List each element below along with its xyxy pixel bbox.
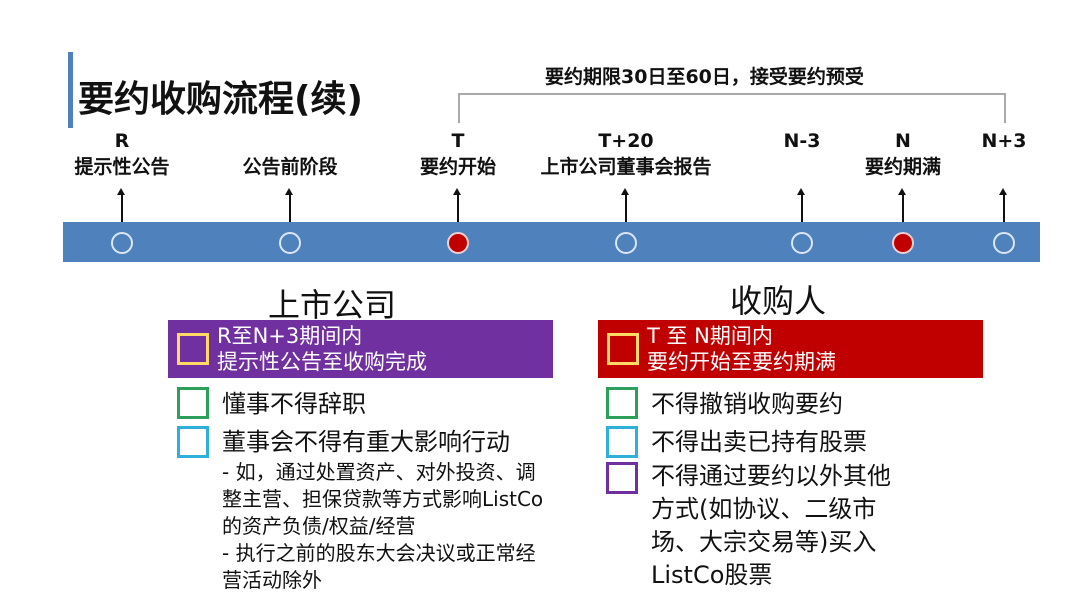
period-bracket-top xyxy=(458,93,1005,95)
listed-company-heading: 上市公司 xyxy=(268,286,397,324)
period-bracket-left xyxy=(458,93,460,123)
green-checkbox-icon xyxy=(177,387,209,419)
milestone-code: T+20 xyxy=(598,130,654,152)
listed-company-period-band: R至N+3期间内提示性公告至收购完成 xyxy=(168,320,553,378)
milestone-text: 提示性公告 xyxy=(74,156,170,178)
milestone-label: R 提示性公告 xyxy=(12,128,232,180)
milestone-code: N-3 xyxy=(783,130,821,152)
band-line2: 要约开始至要约期满 xyxy=(647,350,836,374)
list-item-line: 场、大宗交易等)买入 xyxy=(651,528,877,556)
sub-item: 整主营、担保贷款等方式影响ListCo xyxy=(222,487,544,511)
arrow-up-icon xyxy=(622,188,629,222)
arrow-up-icon xyxy=(454,188,461,222)
milestone-text: 要约期满 xyxy=(864,156,941,178)
arrow-up-icon xyxy=(286,188,293,222)
sub-item: - 如，通过处置资产、对外投资、调 xyxy=(222,460,536,484)
arrow-up-icon xyxy=(1000,188,1007,222)
timeline-dot xyxy=(993,232,1015,254)
arrow-up-icon xyxy=(118,188,125,222)
milestone-label: T 要约开始 xyxy=(348,128,568,180)
milestone-label: N 要约期满 xyxy=(793,128,1013,180)
cyan-checkbox-icon xyxy=(177,426,209,458)
band-line1: T 至 N期间内 xyxy=(647,324,773,348)
acquirer-heading: 收购人 xyxy=(730,282,827,320)
timeline-dot xyxy=(892,232,914,254)
green-checkbox-icon xyxy=(606,387,638,419)
period-bracket-right xyxy=(1004,93,1006,123)
arrow-up-icon xyxy=(798,188,805,222)
band-line1: R至N+3期间内 xyxy=(217,324,363,348)
list-item: 不得出卖已持有股票 xyxy=(651,428,867,456)
acquirer-period-band: T 至 N期间内要约开始至要约期满 xyxy=(598,320,983,378)
sub-item: - 执行之前的股东大会决议或正常经 xyxy=(222,541,536,565)
milestone-text: 公告前阶段 xyxy=(242,156,338,178)
period-label: 要约期限30日至60日，接受要约预受 xyxy=(545,66,864,88)
arrow-up-icon xyxy=(899,188,906,222)
title-accent-bar xyxy=(68,52,73,128)
timeline-dot xyxy=(615,232,637,254)
list-item: 不得撤销收购要约 xyxy=(651,390,843,418)
milestone-code: N+3 xyxy=(981,130,1027,152)
timeline-dot xyxy=(111,232,133,254)
milestone-text: 上市公司董事会报告 xyxy=(540,156,712,178)
purple-checkbox-icon xyxy=(606,462,638,494)
list-item-line: 不得通过要约以外其他 xyxy=(651,462,891,490)
milestone-label: 公告前阶段 xyxy=(180,154,400,180)
timeline-dot xyxy=(279,232,301,254)
timeline-dot xyxy=(791,232,813,254)
band-line2: 提示性公告至收购完成 xyxy=(217,350,427,374)
milestone-label: N-3 xyxy=(692,128,912,154)
list-item-line: 方式(如协议、二级市 xyxy=(651,495,877,523)
milestone-text: 要约开始 xyxy=(419,156,496,178)
milestone-code: T xyxy=(451,130,465,152)
milestone-code: N xyxy=(895,130,911,152)
timeline-dot xyxy=(447,232,469,254)
yellow-checkbox-icon xyxy=(177,333,209,365)
timeline-bar xyxy=(63,222,1040,262)
list-item-line: ListCo股票 xyxy=(651,561,773,589)
sub-item: 的资产负债/权益/经营 xyxy=(222,514,416,538)
milestone-label: N+3 xyxy=(894,128,1080,154)
milestone-label: T+20 上市公司董事会报告 xyxy=(516,128,736,180)
cyan-checkbox-icon xyxy=(606,426,638,458)
yellow-checkbox-icon xyxy=(607,333,639,365)
page-title: 要约收购流程(续) xyxy=(78,79,363,120)
list-item: 懂事不得辞职 xyxy=(222,390,366,418)
milestone-code: R xyxy=(114,130,130,152)
sub-item: 营活动除外 xyxy=(222,568,322,592)
list-item: 董事会不得有重大影响行动 xyxy=(222,428,510,456)
